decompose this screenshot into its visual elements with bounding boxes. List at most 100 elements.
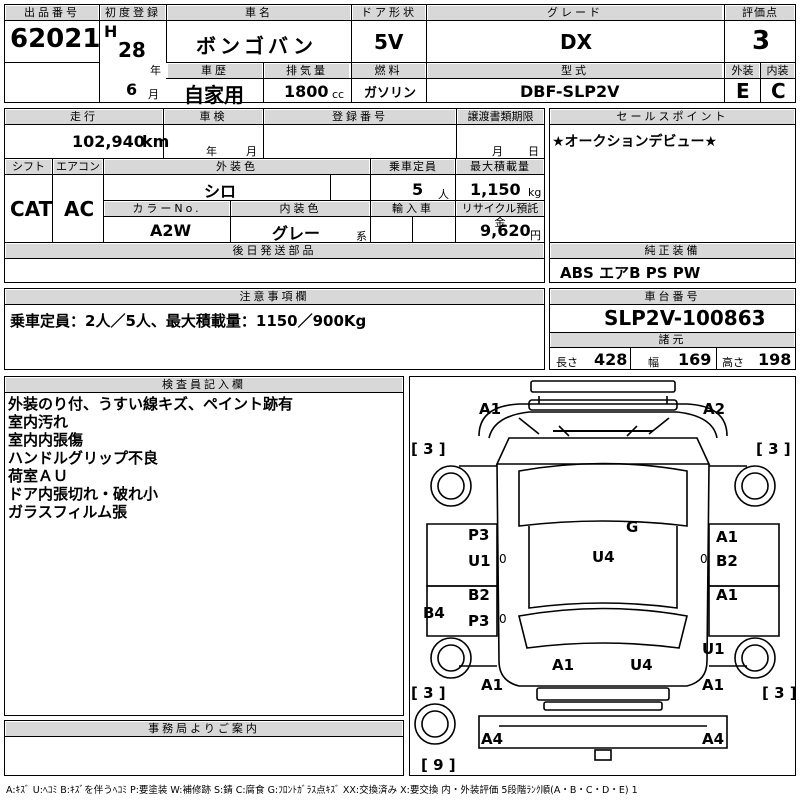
displacement-value: 1800 [284,82,329,101]
inspector-line: 荷室ＡＵ [8,467,69,485]
legend: A:ｷｽﾞ U:ﾍｺﾐ B:ｷｽﾞを伴うﾍｺﾐ P:要塗装 W:補修跡 S:錆 … [6,785,638,796]
lot-value: 62021 [10,24,101,54]
zero-mark: 0 [499,612,507,626]
damage-a1-rear-center: A1 [552,656,575,674]
displacement-label: 排気量 [265,64,349,78]
score-value: 3 [752,26,771,56]
load-label: 最大積載量 [457,160,543,174]
header-block [4,4,796,103]
int-color-value: グレー [272,224,321,243]
exterior-value: E [736,79,750,103]
inspector-notes: 外装のり付、うすい線キズ、ペイント跡有 室内汚れ 室内内張傷 ハンドルグリップ不… [8,395,293,521]
recycle-label: リサイクル預託金 [457,202,543,229]
rating-bracket: [ 3 ] [756,440,791,458]
reg-year: 28 [118,38,146,62]
transfer-day-unit: 日 [528,145,539,158]
damage-u4-roof: U4 [592,548,615,566]
name-label: 車名 [168,6,350,20]
inspector-line: 室内汚れ [8,413,69,431]
genuine-value: ABS エアB PS PW [560,264,701,282]
zero-mark: 0 [700,552,708,566]
inspector-block [4,376,404,716]
damage-a4-left: A4 [481,730,504,748]
history-value: 自家用 [184,83,244,107]
transfer-label: 譲渡書類期限 [458,110,543,124]
plate-label: 登録番号 [265,110,455,124]
height-label: 高さ [722,356,744,369]
genuine-label: 純正装備 [551,244,794,258]
damage-b2-right: B2 [716,552,738,570]
load-value: 1,150 [470,180,521,199]
era: H [104,22,118,41]
damage-a1-right-door: A1 [716,528,739,546]
damage-u1-right: U1 [702,640,725,658]
door-label: ドア形状 [353,6,425,20]
exterior-label: 外装 [726,64,759,78]
recycle-unit: 円 [530,229,541,242]
damage-a1-front-left: A1 [479,400,502,418]
rating-bracket: [ 9 ] [421,756,456,774]
interior-label: 内装 [761,64,794,78]
spec-label: 諸元 [551,333,794,347]
color-no-value: A2W [150,221,192,240]
damage-diagram-block [409,376,796,776]
detail-block [4,108,545,283]
fuel-label: 燃料 [352,64,425,78]
damage-a4-right: A4 [702,730,725,748]
damage-p3-left-rear: P3 [468,612,490,630]
ext-color-label: 外装色 [105,160,369,174]
length-value: 428 [594,350,628,369]
first-reg-label: 初度登録 [101,6,165,20]
history-label: 車歴 [168,64,262,78]
reg-month: 6 [126,80,138,99]
width-label: 幅 [648,356,659,369]
inspector-line: ガラスフィルム張 [8,503,128,521]
damage-b2-left: B2 [468,586,490,604]
length-label: 長さ [556,356,578,369]
office-label: 事務局よりご案内 [6,722,402,736]
inspector-label: 検査員記入欄 [6,378,402,392]
mileage-unit: km [142,132,170,151]
model-label: 型式 [428,64,722,78]
damage-a2-front-right: A2 [703,400,726,418]
chassis-value: SLP2V-100863 [604,306,766,330]
ac-value: AC [64,197,95,221]
recycle-value: 9,620 [480,221,531,240]
rating-bracket: [ 3 ] [411,684,446,702]
mileage-label: 走行 [6,110,162,124]
car-name: ボンゴバン [196,34,317,58]
mileage-value: 102,940 [72,132,145,151]
rating-bracket: [ 3 ] [411,440,446,458]
sales-point-block [549,108,796,283]
transfer-month-unit: 月 [492,145,503,158]
caution-block [4,288,545,370]
lot-label: 出品番号 [6,6,98,20]
damage-a1-rear-right: A1 [702,676,725,694]
insp-month-unit: 月 [246,145,257,158]
sales-label: セールスポイント [551,110,794,124]
score-label: 評価点 [726,6,794,20]
damage-g: G [626,518,639,536]
capacity-value: 5 [412,180,424,199]
height-value: 198 [758,350,792,369]
int-color-label: 内装色 [232,202,369,216]
damage-p3: P3 [468,526,490,544]
rating-bracket: [ 3 ] [762,684,797,702]
inspection-label: 車検 [165,110,262,124]
inspector-line: 室内内張傷 [8,431,84,449]
damage-u4-rear: U4 [630,656,653,674]
office-block [4,720,404,776]
grade-value: DX [560,30,593,54]
damage-a1-right-rear: A1 [716,586,739,604]
ext-color-value: シロ [204,182,237,201]
inspector-line: ドア内張切れ・破れ小 [8,485,159,503]
sales-value: ★オークションデビュー★ [552,134,718,150]
later-parts-label: 後日発送部品 [6,244,543,258]
year-unit: 年 [150,64,161,77]
zero-mark: 0 [499,552,507,566]
car-damage-diagram [414,380,780,761]
inspector-line: ハンドルグリップ不良 [8,449,159,467]
grade-label: グレード [428,6,722,20]
width-value: 169 [678,350,712,369]
color-no-label: カラーNo. [105,202,229,216]
